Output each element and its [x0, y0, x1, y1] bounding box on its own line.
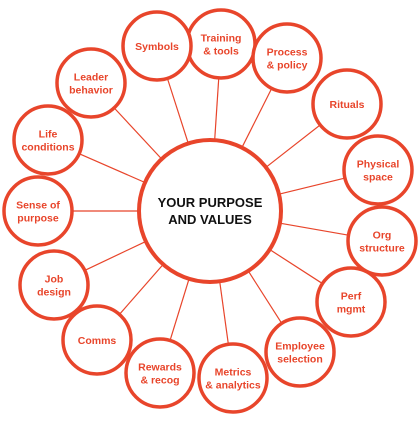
hub: YOUR PURPOSE AND VALUES	[137, 138, 283, 284]
node-training-tools: Training& tools	[185, 8, 257, 80]
node-label-line: & recog	[140, 375, 179, 387]
node-label-line: purpose	[17, 213, 59, 225]
node-symbols: Symbols	[121, 10, 193, 82]
node-circle	[251, 22, 323, 94]
spoke-employee-selection	[247, 270, 283, 324]
node-circle	[124, 337, 196, 409]
spoke-job-design	[84, 240, 147, 271]
node-label-line: space	[363, 172, 393, 184]
node-label-line: Symbols	[135, 41, 179, 53]
node-circle	[311, 68, 383, 140]
node-circle	[342, 134, 414, 206]
spoke-comms	[118, 264, 164, 315]
node-label-line: selection	[277, 354, 323, 366]
hub-label-line: AND VALUES	[168, 212, 252, 227]
spoke-physical-space	[278, 177, 346, 195]
node-label-line: Metrics	[215, 367, 252, 379]
node-label-line: Training	[201, 33, 242, 45]
node-label-line: & tools	[203, 46, 239, 58]
node-label-line: Physical	[357, 159, 400, 171]
node-label-line: Employee	[275, 341, 325, 353]
node-circle	[315, 266, 387, 338]
hub-circle	[137, 138, 283, 284]
node-circle	[2, 175, 74, 247]
node-metrics-analytics: Metrics& analytics	[197, 342, 269, 414]
node-label-line: & policy	[267, 60, 308, 72]
node-label-line: Process	[267, 47, 308, 59]
node-label-line: conditions	[21, 142, 74, 154]
spoke-process-policy	[241, 88, 273, 148]
node-label-line: design	[37, 287, 71, 299]
node-label-line: structure	[359, 243, 405, 255]
spokes	[72, 77, 349, 345]
node-label-line: Perf	[341, 291, 362, 303]
node-circle	[18, 249, 90, 321]
node-circle	[61, 304, 133, 376]
node-label-line: behavior	[69, 85, 113, 97]
node-process-policy: Process& policy	[251, 22, 323, 94]
spoke-org-structure	[279, 222, 349, 236]
node-label-line: Comms	[78, 335, 117, 347]
node-rituals: Rituals	[311, 68, 383, 140]
node-comms: Comms	[61, 304, 133, 376]
node-label-line: Rituals	[329, 99, 364, 111]
node-circle	[197, 342, 269, 414]
node-label-line: Org	[373, 230, 392, 242]
node-rewards-recog: Rewards& recog	[124, 337, 196, 409]
spoke-perf-mgmt	[269, 248, 323, 285]
node-label-line: Life	[39, 129, 58, 141]
node-label-line: Job	[45, 274, 64, 286]
node-label-line: Sense of	[16, 200, 60, 212]
spoke-rewards-recog	[169, 278, 190, 341]
spoke-metrics-analytics	[219, 281, 229, 345]
hub-label-line: YOUR PURPOSE	[158, 195, 263, 210]
node-label-line: Rewards	[138, 362, 182, 374]
spoke-life-conditions	[78, 153, 146, 184]
node-circle	[264, 316, 336, 388]
node-circle	[121, 10, 193, 82]
spoke-symbols	[166, 78, 189, 144]
node-label-line: & analytics	[205, 380, 261, 392]
node-circle	[346, 205, 418, 277]
node-label-line: mgmt	[337, 304, 366, 316]
spoke-leader-behavior	[113, 107, 163, 160]
node-circle	[12, 104, 84, 176]
node-label-line: Leader	[74, 72, 108, 84]
spoke-training-tools	[214, 77, 220, 141]
spoke-rituals	[265, 124, 321, 168]
node-circle	[55, 47, 127, 119]
